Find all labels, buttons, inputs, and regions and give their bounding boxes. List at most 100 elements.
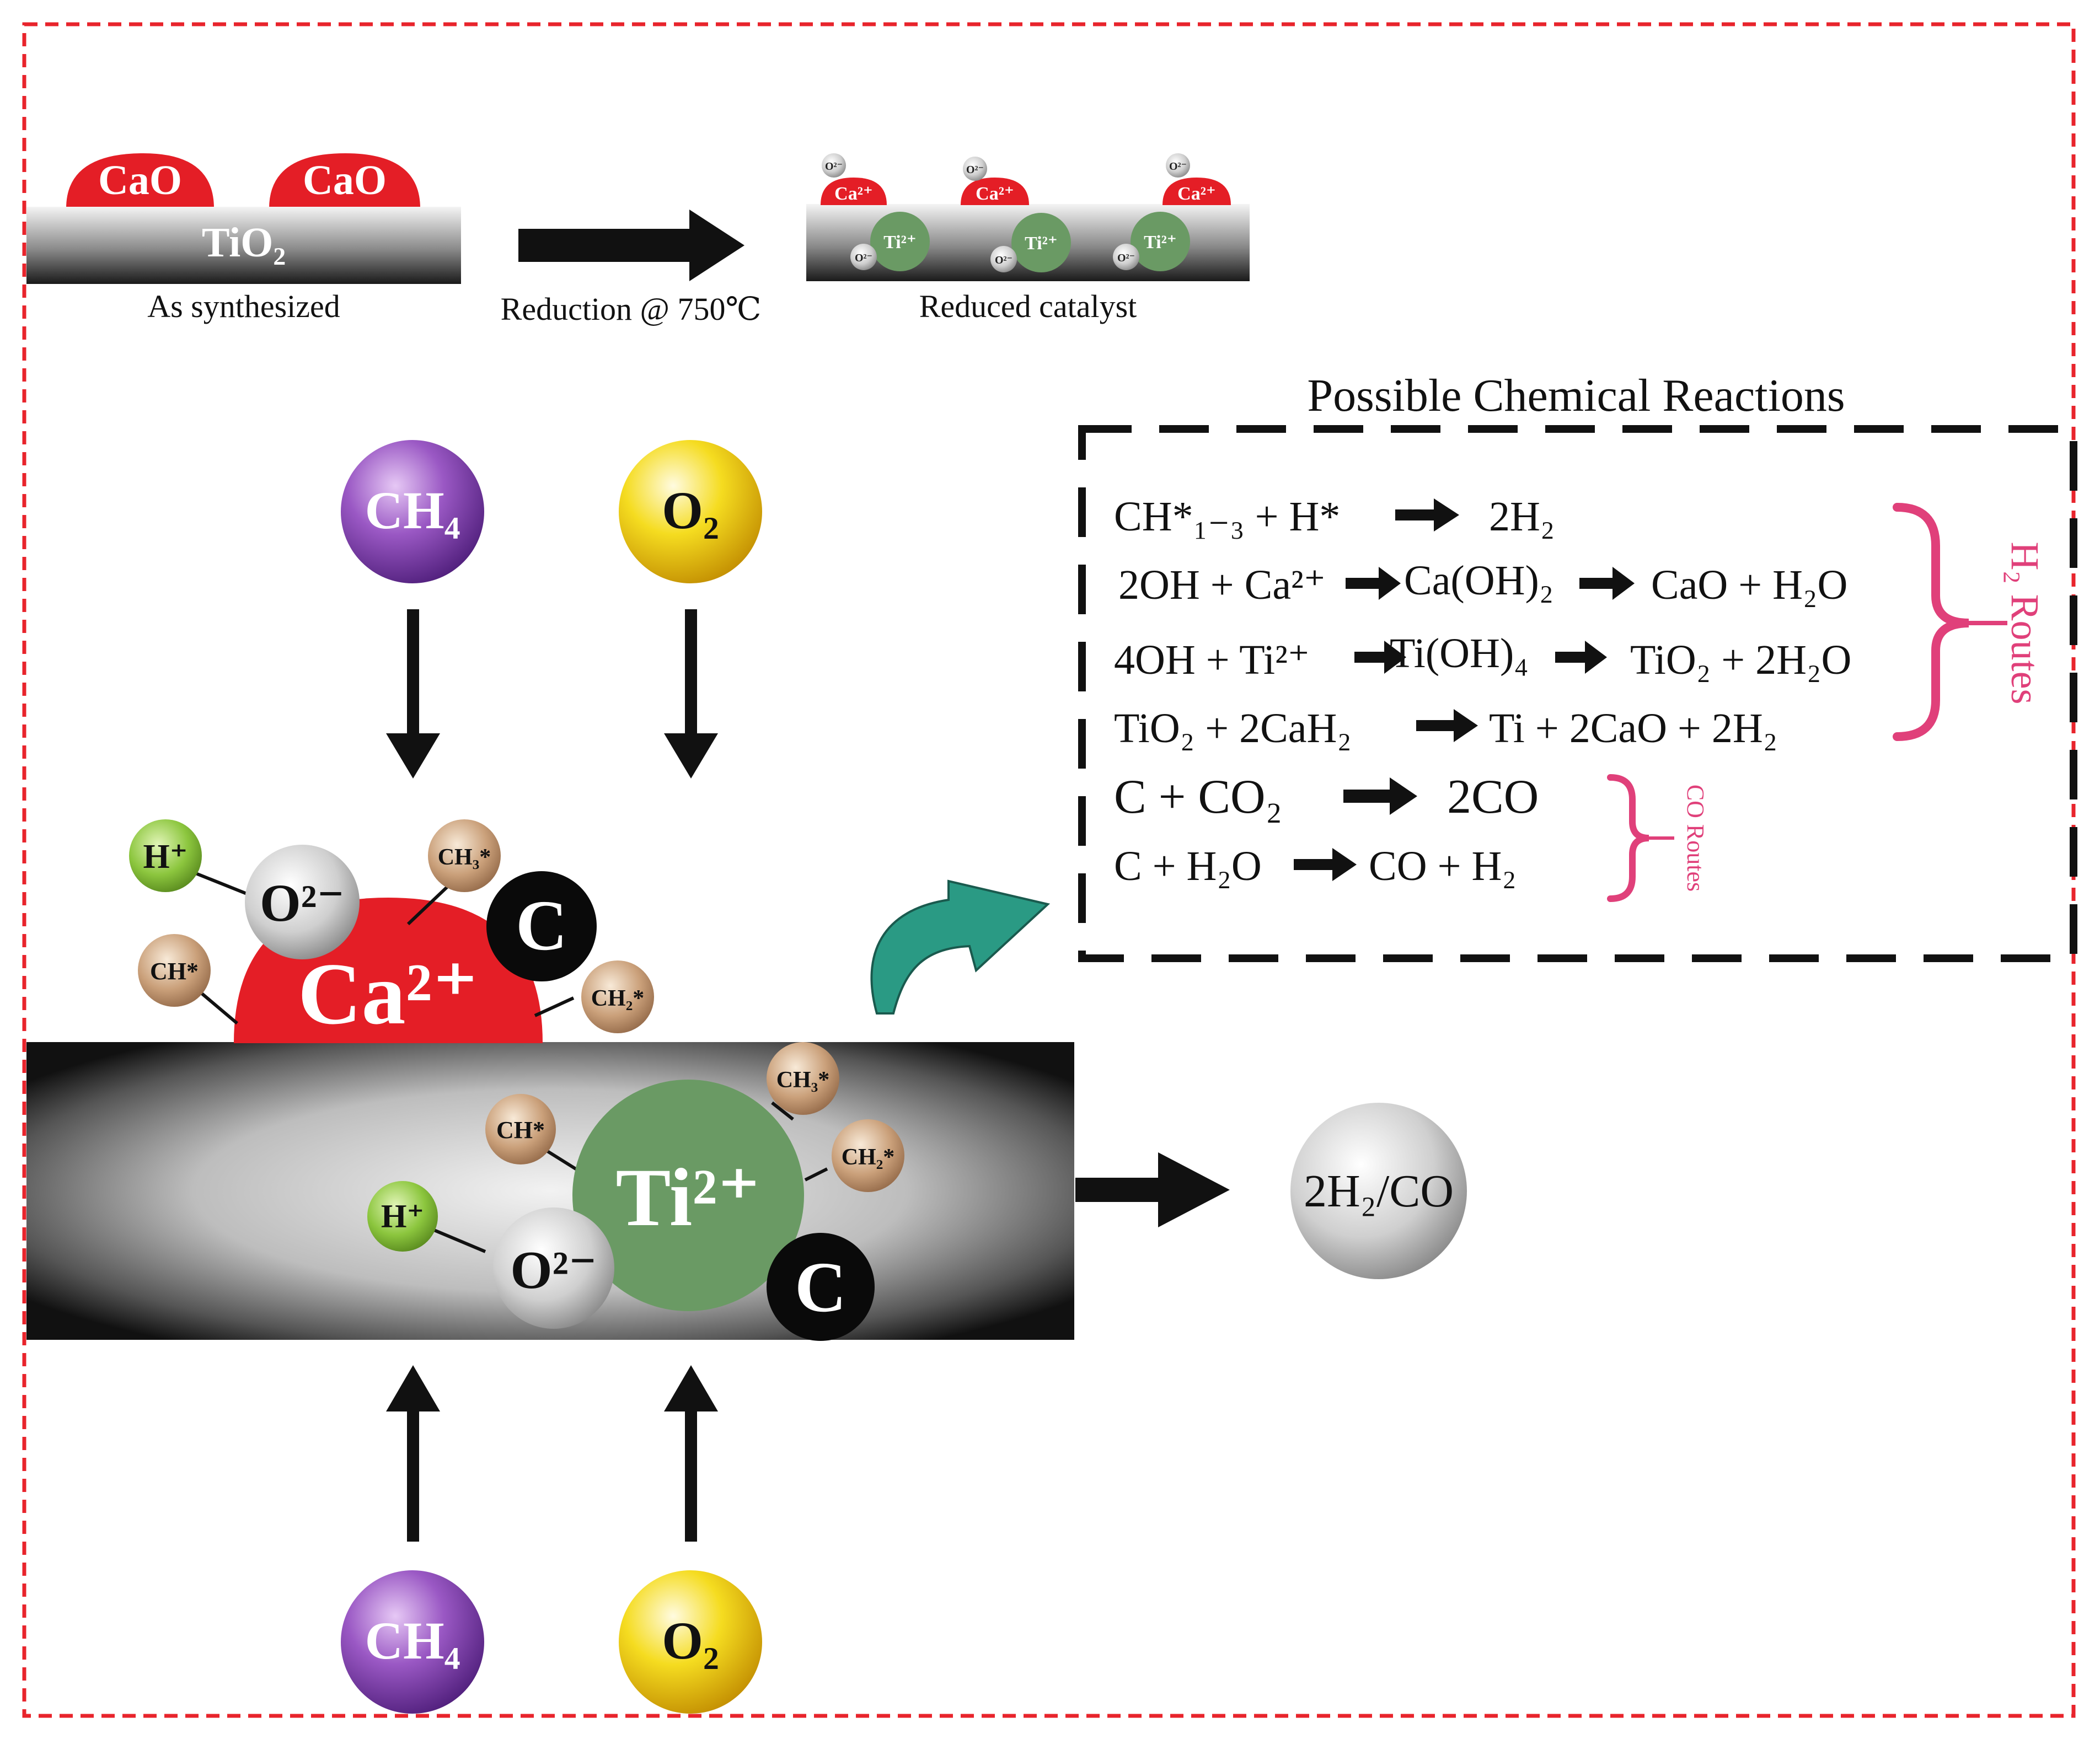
product-arrow-shaft [1075, 1178, 1164, 1202]
reaction-3-right: TiO₂ + 2H₂O [1630, 637, 1851, 683]
reactions-dashed-box [1078, 425, 2077, 962]
arrow-up-o2-shaft [685, 1409, 697, 1542]
ca-small-label-1: Ca²⁺ [834, 184, 873, 204]
feed-bottom-group: CH₄ O₂ [341, 1365, 762, 1714]
cao-dome-1 [66, 153, 214, 208]
cao-dome-2 [269, 153, 420, 208]
bond-ch2-ti [804, 1167, 828, 1182]
reaction-5-right: 2CO [1447, 770, 1539, 824]
product-group: 2H₂/CO [1075, 1103, 1467, 1279]
reaction-1-right: 2H₂ [1489, 493, 1555, 540]
arrow-up-ch4-shaft [407, 1409, 419, 1542]
reaction-6-right: CO + H₂ [1369, 843, 1517, 889]
ti-small-label-1: Ti²⁺ [883, 232, 917, 253]
reaction-5-arrow [1343, 777, 1417, 815]
arrow-down-o2-shaft [685, 609, 697, 736]
reaction-4-left: TiO₂ + 2CaH₂ [1114, 705, 1352, 752]
reaction-6-left: C + H₂O [1114, 843, 1262, 889]
cao-label-2: CaO [303, 157, 387, 203]
ti-small-1 [870, 212, 930, 271]
carbon-sphere-top [486, 871, 597, 981]
h2-routes-label: H₂ Routes [2003, 541, 2047, 704]
reduced-catalyst-group: Ca²⁺ Ca²⁺ Ca²⁺ O²⁻ O²⁻ O²⁻ Ti²⁺ Ti²⁺ Ti²… [806, 153, 1250, 324]
ch3-sphere-top [428, 819, 501, 892]
ti-small-2 [1011, 213, 1071, 272]
h2-routes-brace [1893, 503, 1969, 741]
ca-dome-small-3 [1162, 178, 1231, 205]
reaction-3-left: 4OH + Ti²⁺ [1114, 637, 1310, 683]
co-routes-brace [1607, 774, 1649, 902]
o-small-top-label-2: O²⁻ [966, 164, 984, 176]
reduction-caption: Reduction @ 750℃ [501, 291, 762, 327]
ch-label-top: CH* [150, 958, 199, 985]
as-synthesized-group: CaO CaO TiO₂ As synthesized [26, 153, 461, 324]
reactions-panel: Possible Chemical Reactions CH*₁₋₃ + H* … [1078, 370, 2077, 962]
reaction-2-arrow-b [1579, 567, 1635, 600]
o-small-bar-2 [990, 246, 1017, 272]
o2-label-top: O₂ [662, 481, 719, 540]
tio2-support-bar [26, 207, 461, 284]
feed-top-group: CH₄ O₂ [341, 440, 762, 779]
ca-small-label-3: Ca²⁺ [1177, 184, 1216, 204]
o2-label-bottom: O₂ [662, 1611, 719, 1670]
oxide-sphere-top [245, 845, 360, 959]
reduction-arrow [518, 210, 744, 281]
reaction-4-right: Ti + 2CaO + 2H₂ [1489, 705, 1777, 752]
oxide-label-top: O²⁻ [260, 873, 345, 932]
reaction-2-right: CaO + H₂O [1651, 562, 1847, 608]
carbon-sphere-bottom [767, 1233, 875, 1341]
reactions-heading: Possible Chemical Reactions [1307, 370, 1845, 421]
arrow-down-ch4-shaft [407, 609, 419, 736]
reaction-3-mid: Ti(OH)₄ [1390, 630, 1529, 677]
reaction-1-arrow [1395, 498, 1459, 532]
ch2-label-bottom: CH₂* [842, 1145, 895, 1170]
as-synthesized-caption: As synthesized [147, 288, 340, 324]
ch3-label-top: CH₃* [438, 845, 491, 870]
o-small-top-label-1: O²⁻ [825, 160, 843, 173]
ti-ion-label: Ti²⁺ [615, 1152, 760, 1243]
oxide-sphere-bottom [493, 1207, 614, 1329]
ch3-label-bottom: CH₃* [776, 1067, 830, 1093]
product-arrow-head [1158, 1152, 1230, 1227]
arrow-up-ch4-head [386, 1365, 440, 1411]
ch2-sphere-bottom [832, 1119, 904, 1192]
ch2-label-top: CH₂* [591, 986, 645, 1011]
oxide-label-bottom: O²⁻ [510, 1241, 597, 1300]
reaction-2-arrow-a [1346, 567, 1401, 600]
reduced-catalyst-caption: Reduced catalyst [919, 288, 1137, 324]
h-plus-label-top: H⁺ [143, 838, 188, 876]
ch-sphere-top [138, 934, 211, 1007]
reduction-step: Reduction @ 750℃ [501, 210, 762, 327]
product-sphere [1290, 1103, 1467, 1279]
ca-dome-small-2 [961, 178, 1029, 205]
bond-ch3-ca [406, 881, 454, 926]
o-small-bar-label-2: O²⁻ [995, 254, 1013, 266]
o2-sphere-bottom [619, 1570, 762, 1714]
carbon-label-bottom: C [795, 1248, 847, 1327]
o-small-bar-label-1: O²⁻ [855, 252, 872, 264]
reaction-2-mid: Ca(OH)₂ [1404, 557, 1553, 604]
o-small-top-1 [822, 153, 846, 178]
ch2-sphere-top [581, 960, 654, 1033]
reaction-3-arrow-a [1354, 641, 1406, 674]
reaction-4-arrow [1416, 709, 1478, 742]
o-small-top-2 [963, 157, 987, 181]
h-plus-sphere-bottom [367, 1181, 438, 1252]
reaction-2-left: 2OH + Ca²⁺ [1118, 562, 1326, 608]
o-small-top-label-3: O²⁻ [1169, 160, 1187, 173]
o2-sphere-top [619, 440, 762, 583]
teal-curved-arrow [870, 879, 1051, 1015]
arrow-down-ch4-head [386, 733, 440, 779]
o-small-bar-3 [1113, 244, 1139, 270]
ch-label-bottom: CH* [496, 1117, 545, 1144]
ch4-label-bottom: CH₄ [365, 1611, 460, 1670]
ca-small-label-2: Ca²⁺ [976, 184, 1014, 204]
ti-small-3 [1131, 212, 1190, 271]
o-small-top-3 [1166, 153, 1190, 178]
ch4-sphere-top [341, 440, 484, 583]
ti-small-label-2: Ti²⁺ [1025, 233, 1058, 254]
reaction-6-arrow [1294, 848, 1357, 881]
h-plus-sphere-top [129, 819, 202, 892]
